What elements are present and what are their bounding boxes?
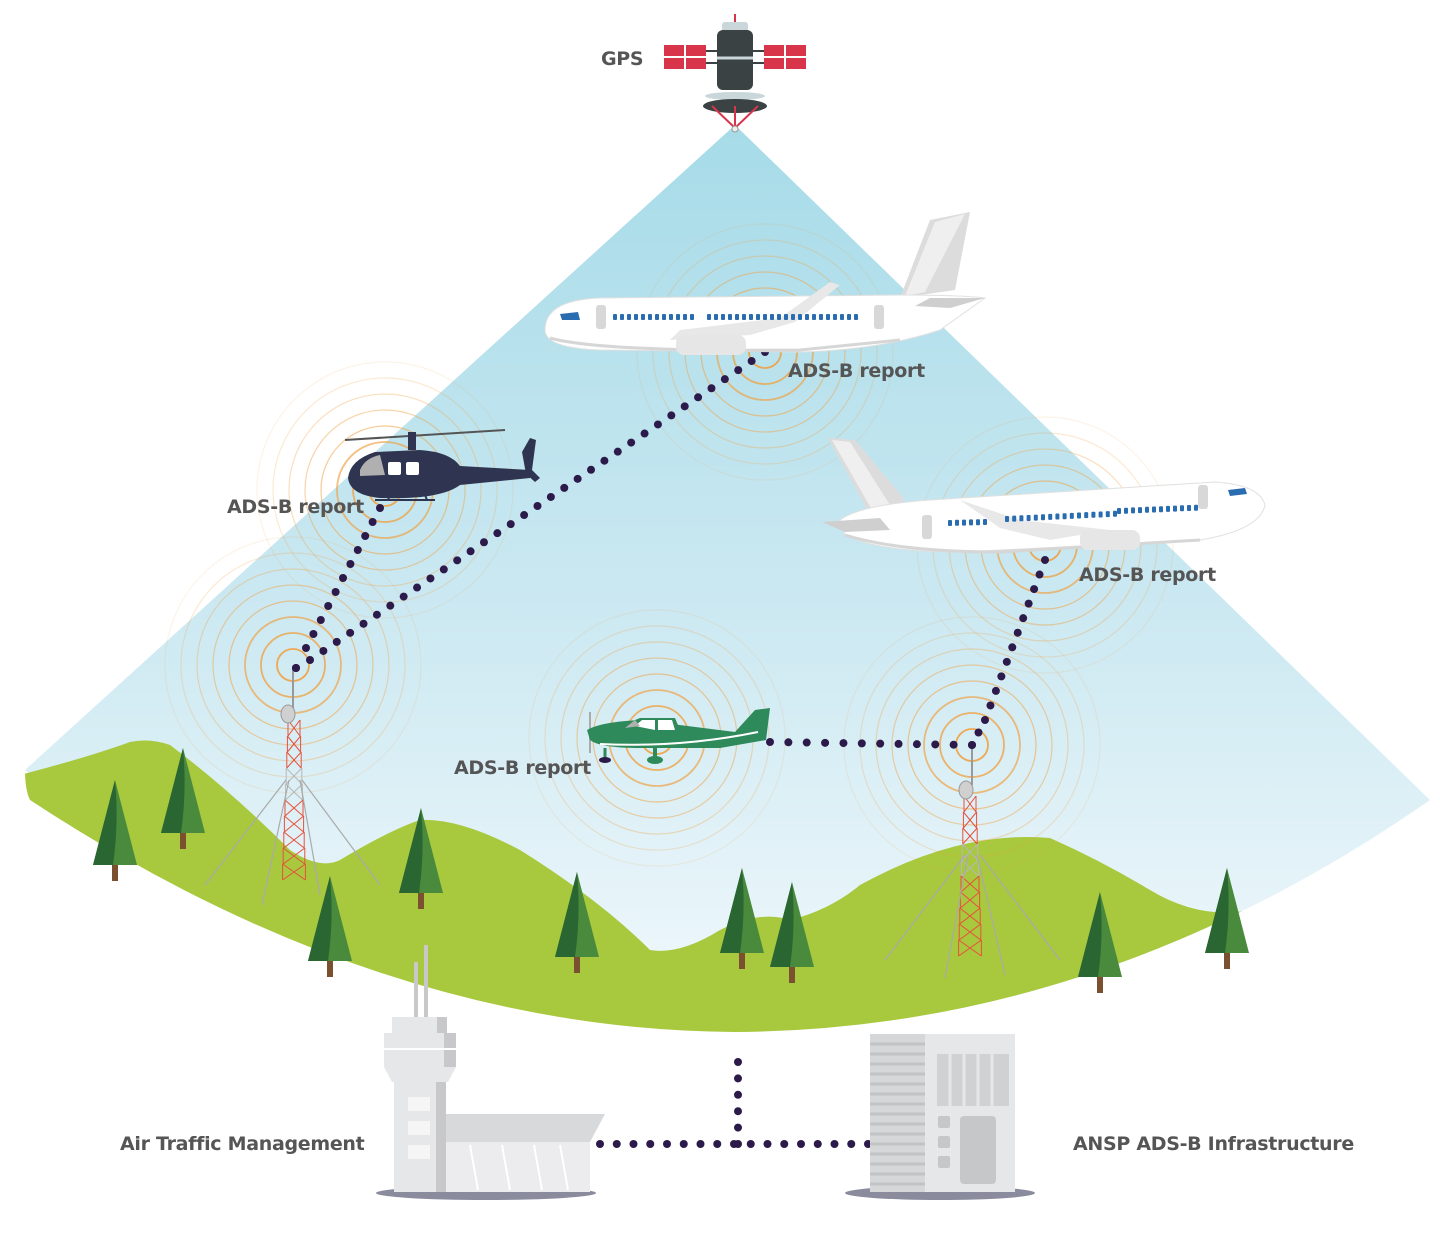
solar-panel-right [764,45,806,69]
dotted-link [766,738,976,749]
airliner-right [822,438,1266,554]
air-traffic-management [376,945,605,1200]
ansp-infrastructure [845,1034,1035,1200]
gps-satellite [664,14,806,133]
dish-icon [958,780,974,800]
airliner-top-label: ADS-B report [788,360,925,382]
dotted-link [596,1140,872,1148]
data-links [292,348,1049,1148]
trees [93,748,1249,993]
dotted-link [734,1058,742,1148]
helicopter [344,429,540,501]
dotted-link [292,504,384,672]
tree-icon [1078,892,1122,993]
tree-icon [93,780,137,881]
dish-icon [280,704,296,724]
dotted-link [292,348,769,672]
airliner-right-label: ADS-B report [1079,564,1216,586]
solar-panel-left [664,45,706,69]
gps-label: GPS [601,48,644,70]
gps-coverage-cone [25,125,1430,1032]
ground-station-left [204,668,381,906]
airliner-top [544,212,987,355]
tree-icon [720,868,764,969]
ansp-label: ANSP ADS-B Infrastructure [1073,1133,1354,1155]
ground-station-right [884,745,1061,979]
tree-icon [555,872,599,973]
tree-icon [161,748,205,849]
tree-icon [770,882,814,983]
tree-icon [399,808,443,909]
light-aircraft [587,708,770,764]
helicopter-label: ADS-B report [227,496,364,518]
light-aircraft-label: ADS-B report [454,757,591,779]
tree-icon [308,876,352,977]
tree-icon [1205,868,1249,969]
atm-label: Air Traffic Management [120,1133,365,1155]
